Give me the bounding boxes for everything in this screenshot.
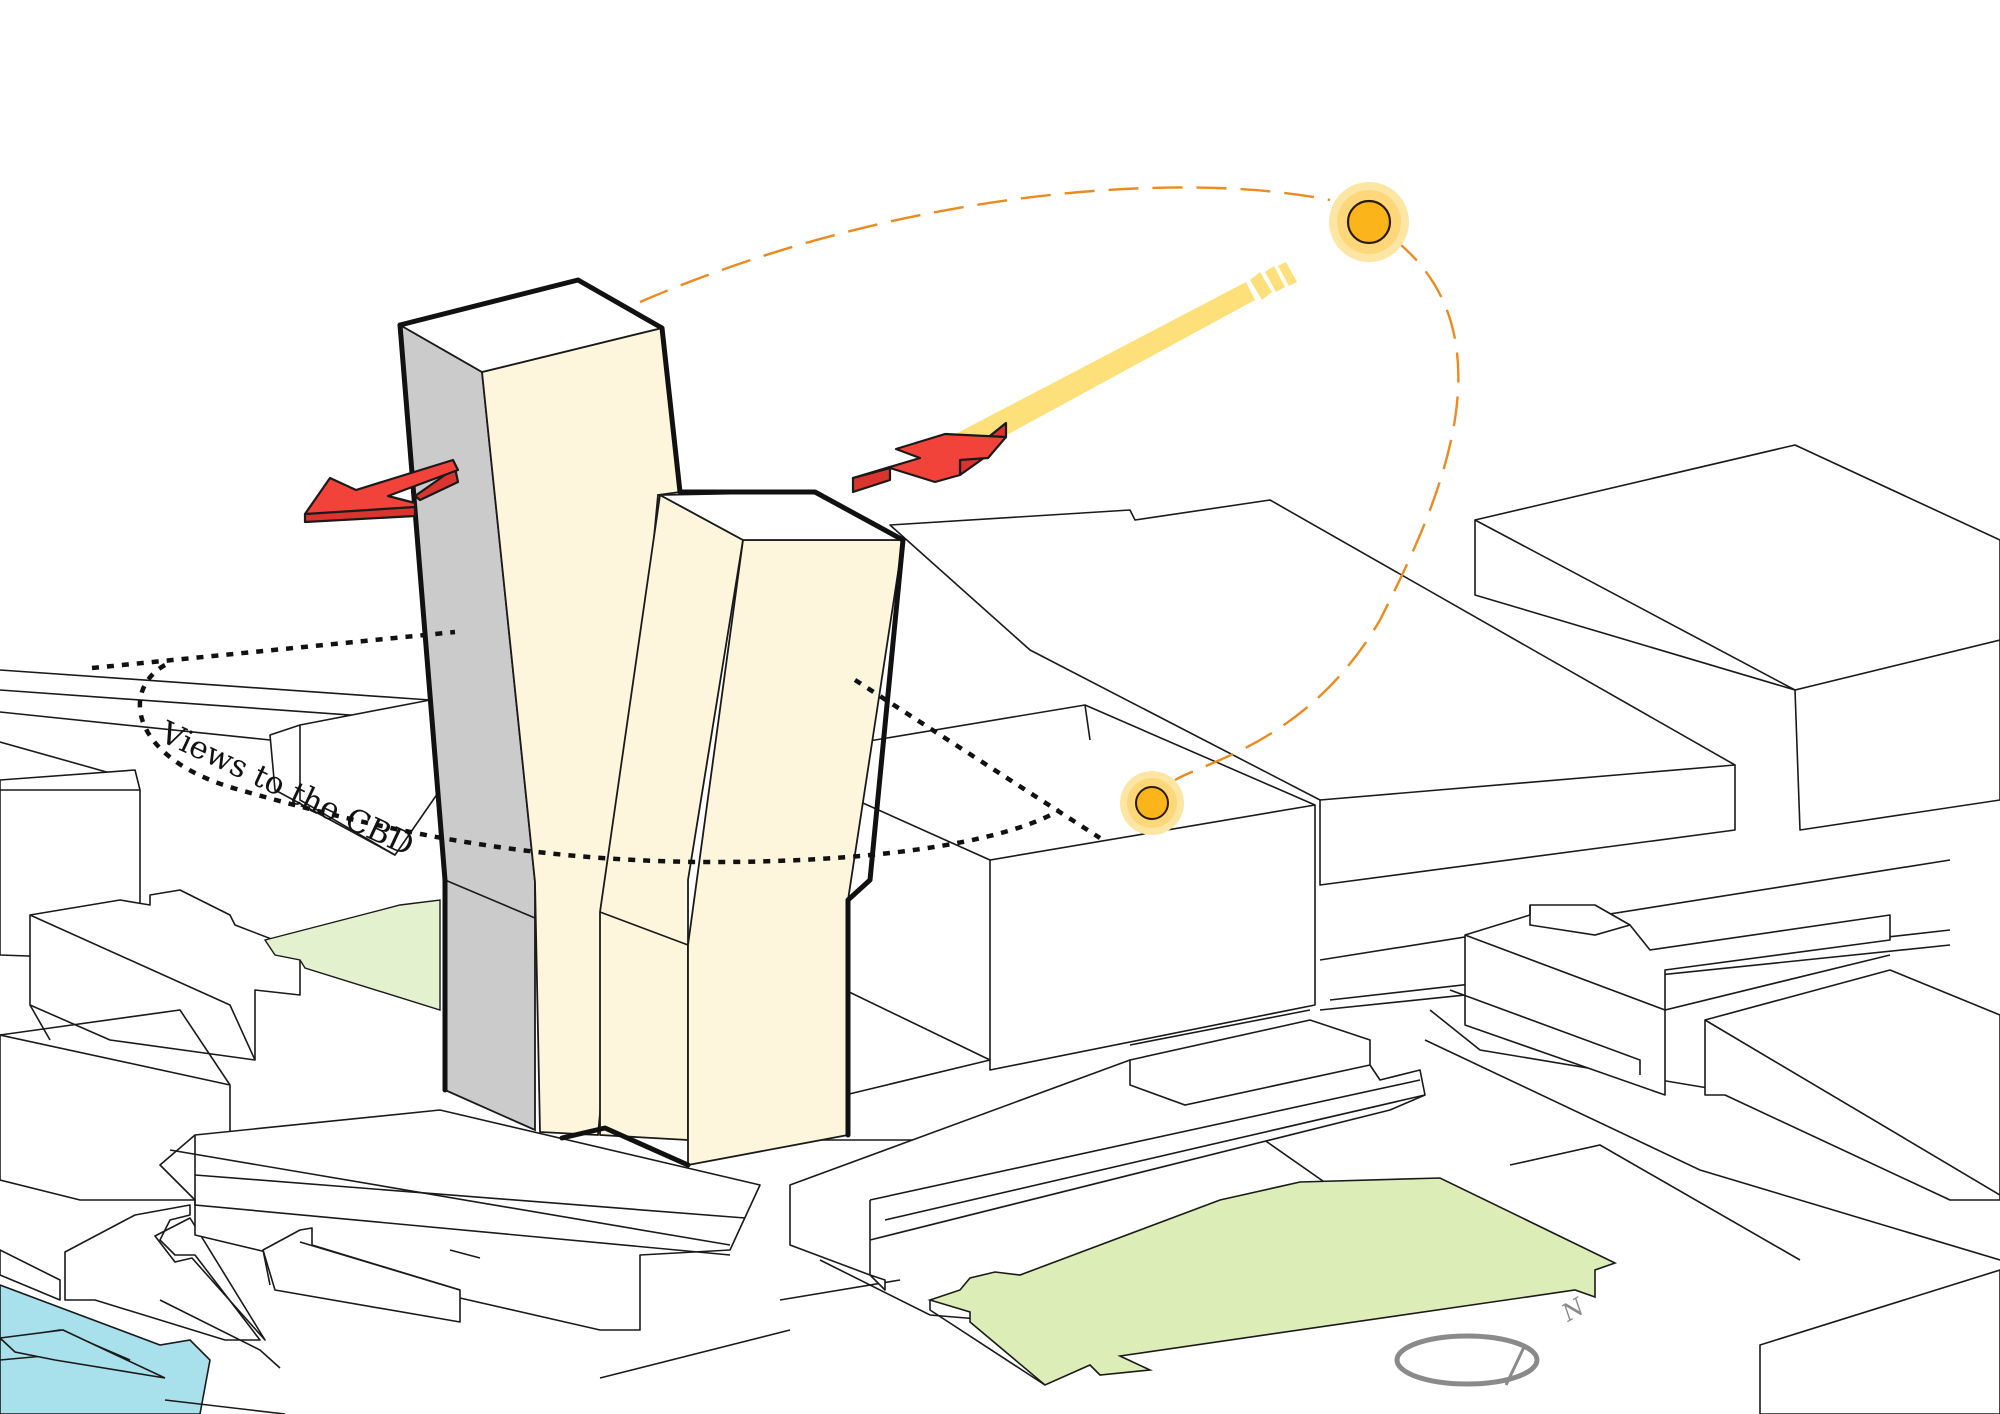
piers [0, 1204, 286, 1414]
views-dotted-arc [91, 629, 1102, 865]
water-inlet [0, 1329, 166, 1379]
compass-ring [1394, 1333, 1540, 1387]
sun-high [1329, 182, 1409, 262]
tower-base-notch [559, 1125, 691, 1168]
sun-low [1120, 771, 1184, 835]
wind-arrow-west [303, 458, 460, 524]
sun-path-ellipse [639, 186, 1460, 782]
tower-silhouette [397, 277, 906, 1138]
park-large [927, 1177, 1618, 1386]
context-buildings-left [0, 699, 761, 1331]
context-buildings-right [789, 444, 2000, 1414]
tall-tower [397, 279, 681, 1136]
park-small [263, 899, 441, 1011]
short-tower [599, 491, 904, 1166]
adjacent-building [844, 704, 1316, 1096]
wind-arrow-east [851, 421, 1008, 494]
north-label: N [1556, 1292, 1590, 1328]
